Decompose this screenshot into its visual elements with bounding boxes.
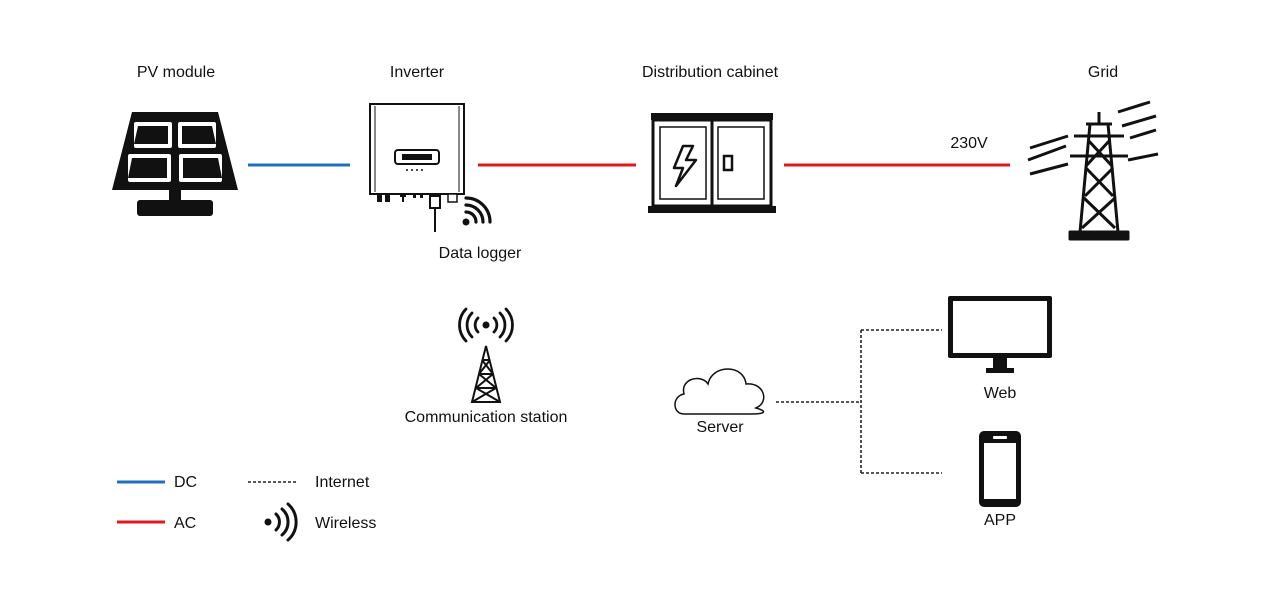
inverter-label: Inverter: [389, 64, 445, 81]
communication-station-label: Communication station: [404, 409, 568, 426]
legend-wireless-label: Wireless: [315, 515, 377, 532]
solar-panel-icon: [112, 112, 238, 216]
cloud-icon: [674, 368, 765, 415]
legend-wireless-icon: [264, 502, 298, 542]
voltage-label: 230V: [950, 135, 988, 152]
internet-lines: [776, 329, 942, 474]
wifi-icon: [462, 196, 492, 226]
legend-internet-label: Internet: [315, 474, 370, 491]
smartphone-icon: [979, 431, 1021, 507]
pv-module-label: PV module: [136, 64, 216, 81]
cabinet-icon: [648, 113, 776, 213]
server-label: Server: [696, 419, 744, 436]
web-label: Web: [983, 385, 1017, 402]
data-logger-label: Data logger: [438, 245, 522, 262]
distribution-cabinet-label: Distribution cabinet: [641, 64, 779, 81]
monitor-icon: [948, 296, 1052, 373]
legend-dc-label: DC: [174, 474, 198, 491]
power-tower-icon: [1027, 100, 1159, 241]
legend-ac-label: AC: [174, 515, 197, 532]
inverter-icon: [369, 103, 465, 232]
antenna-tower-icon: [458, 307, 514, 403]
grid-label: Grid: [1087, 64, 1119, 81]
app-label: APP: [983, 512, 1017, 529]
